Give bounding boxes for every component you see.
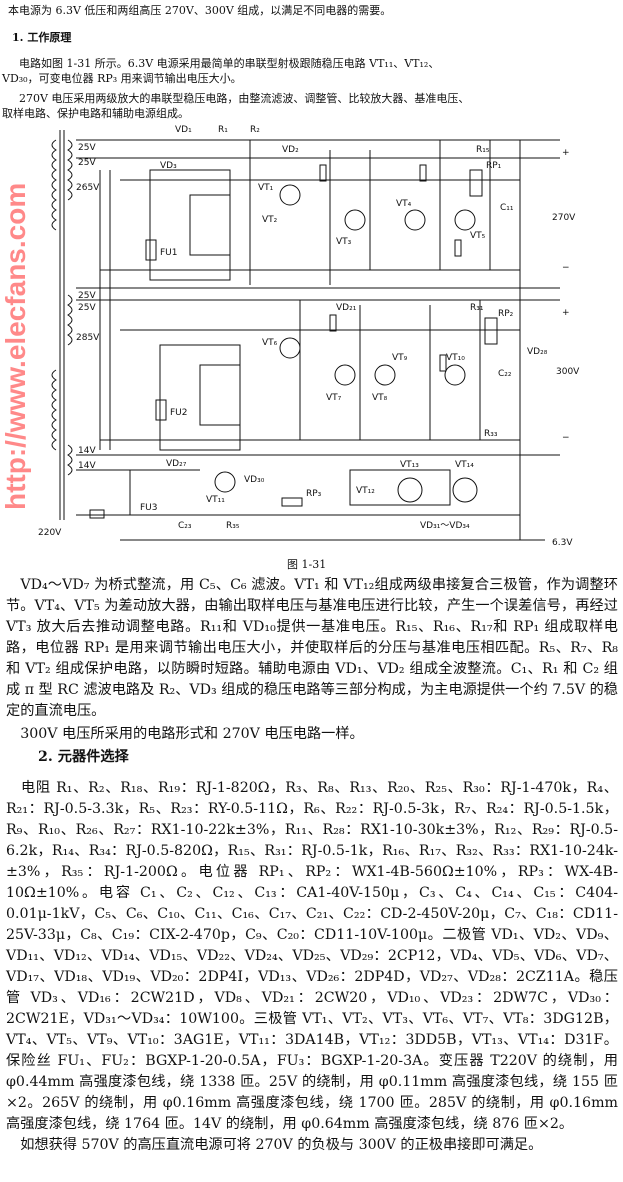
label-vt4: VT₄ [396, 199, 412, 209]
label-vt2: VT₂ [262, 215, 278, 225]
label-vd1: VD₁ [175, 125, 192, 135]
label-14v-1: 14V [78, 446, 96, 456]
label-r33: R₃₃ [484, 429, 498, 439]
transformer [51, 130, 73, 520]
label-vt14: VT₁₄ [455, 460, 474, 470]
label-220v: 220V [38, 528, 62, 538]
closing-paragraph: 如想获得 570V 的高压直流电源可将 270V 的负极与 300V 的正极串接… [6, 1137, 543, 1153]
figure-caption: 图 1-31 [287, 558, 327, 571]
para2-line2: 取样电路、保护电路和辅助电源组成。 [2, 107, 189, 120]
section-title-components: 2. 元器件选择 [38, 749, 129, 765]
label-fu1: FU1 [160, 248, 178, 258]
label-r1: R₁ [218, 125, 228, 135]
circuit-6v3 [76, 140, 560, 541]
label-rp1: RP₁ [486, 161, 502, 171]
label-25v-4: 25V [78, 303, 96, 313]
label-vt3: VT₃ [336, 237, 352, 247]
label-r2: R₂ [250, 125, 260, 135]
label-300v: 300V [556, 367, 580, 377]
para1-line2: VD₃₀，可变电位器 RP₃ 用来调节输出电压大小。 [2, 72, 242, 85]
label-fu3: FU3 [140, 503, 158, 513]
label-vd3: VD₃ [160, 161, 177, 171]
label-vt12: VT₁₂ [356, 486, 375, 496]
label-vd2: VD₂ [282, 145, 299, 155]
label-minus-1: − [562, 263, 570, 273]
diagram-labels: 25V 25V 265V 25V 25V 285V 14V 14V 220V 2… [38, 125, 580, 548]
para1-line1: 电路如图 1-31 所示。6.3V 电源采用最简单的串联型射极跟随稳压电路 VT… [8, 57, 440, 70]
label-vt9: VT₉ [392, 353, 408, 363]
body-paragraph-1: VD₄～VD₇ 为桥式整流，用 C₅、C₆ 滤波。VT₁ 和 VT₁₂组成两级串… [6, 577, 618, 719]
circuit-300v [76, 287, 560, 451]
label-c23: C₂₃ [178, 521, 192, 531]
label-25v-2: 25V [78, 158, 96, 168]
label-r15: R₁₅ [476, 145, 490, 155]
label-270v: 270V [552, 213, 576, 223]
label-plus-2: + [562, 308, 570, 318]
label-plus-1: + [562, 148, 570, 158]
label-c11: C₁₁ [500, 203, 514, 213]
label-vd28: VD₂₈ [527, 347, 548, 357]
label-14v-2: 14V [78, 461, 96, 471]
label-vd30: VD₃₀ [244, 475, 265, 485]
label-vd31-34: VD₃₁～VD₃₄ [420, 521, 470, 531]
section-title-principle: 1. 工作原理 [12, 31, 72, 44]
label-fu2: FU2 [170, 408, 188, 418]
label-vt6: VT₆ [262, 338, 278, 348]
circuit-diagram: 25V 25V 265V 25V 25V 285V 14V 14V 220V 2… [38, 125, 580, 548]
label-vt5: VT₅ [470, 231, 486, 241]
label-vd27: VD₂₇ [166, 459, 187, 469]
label-6v3: 6.3V [552, 538, 573, 548]
label-vt13: VT₁₃ [400, 460, 419, 470]
label-vd21: VD₂₁ [336, 303, 357, 313]
body-paragraph-2: 300V 电压所采用的电路形式和 270V 电压电路一样。 [6, 726, 364, 742]
components-paragraph: 电阻 R₁、R₂、R₁₈、R₁₉：RJ-1-820Ω，R₃、R₈、R₁₃、R₂₀… [6, 780, 618, 1132]
body-text: VD₄～VD₇ 为桥式整流，用 C₅、C₆ 滤波。VT₁ 和 VT₁₂组成两级串… [6, 575, 618, 1156]
label-vt1: VT₁ [258, 183, 274, 193]
label-rp3: RP₃ [306, 489, 322, 499]
label-vt11: VT₁₁ [206, 495, 225, 505]
label-c22: C₂₂ [498, 369, 512, 379]
label-vt8: VT₈ [372, 393, 388, 403]
label-vt7: VT₇ [326, 393, 342, 403]
label-285v: 285V [76, 333, 100, 343]
label-25v-1: 25V [78, 143, 96, 153]
label-minus-2: − [562, 433, 570, 443]
label-r35: R₃₅ [226, 521, 240, 531]
para2-line1: 270V 电压采用两级放大的串联型稳压电路，由整流滤波、调整管、比较放大器、基准… [8, 92, 470, 105]
label-vt10: VT₁₀ [446, 353, 465, 363]
label-rp2: RP₂ [498, 309, 514, 319]
label-25v-3: 25V [78, 291, 96, 301]
intro-text: 本电源为 6.3V 低压和两组高压 270V、300V 组成，以满足不同电器的需… [8, 4, 392, 17]
label-r31: R₃₁ [470, 303, 484, 313]
label-265v: 265V [76, 183, 100, 193]
